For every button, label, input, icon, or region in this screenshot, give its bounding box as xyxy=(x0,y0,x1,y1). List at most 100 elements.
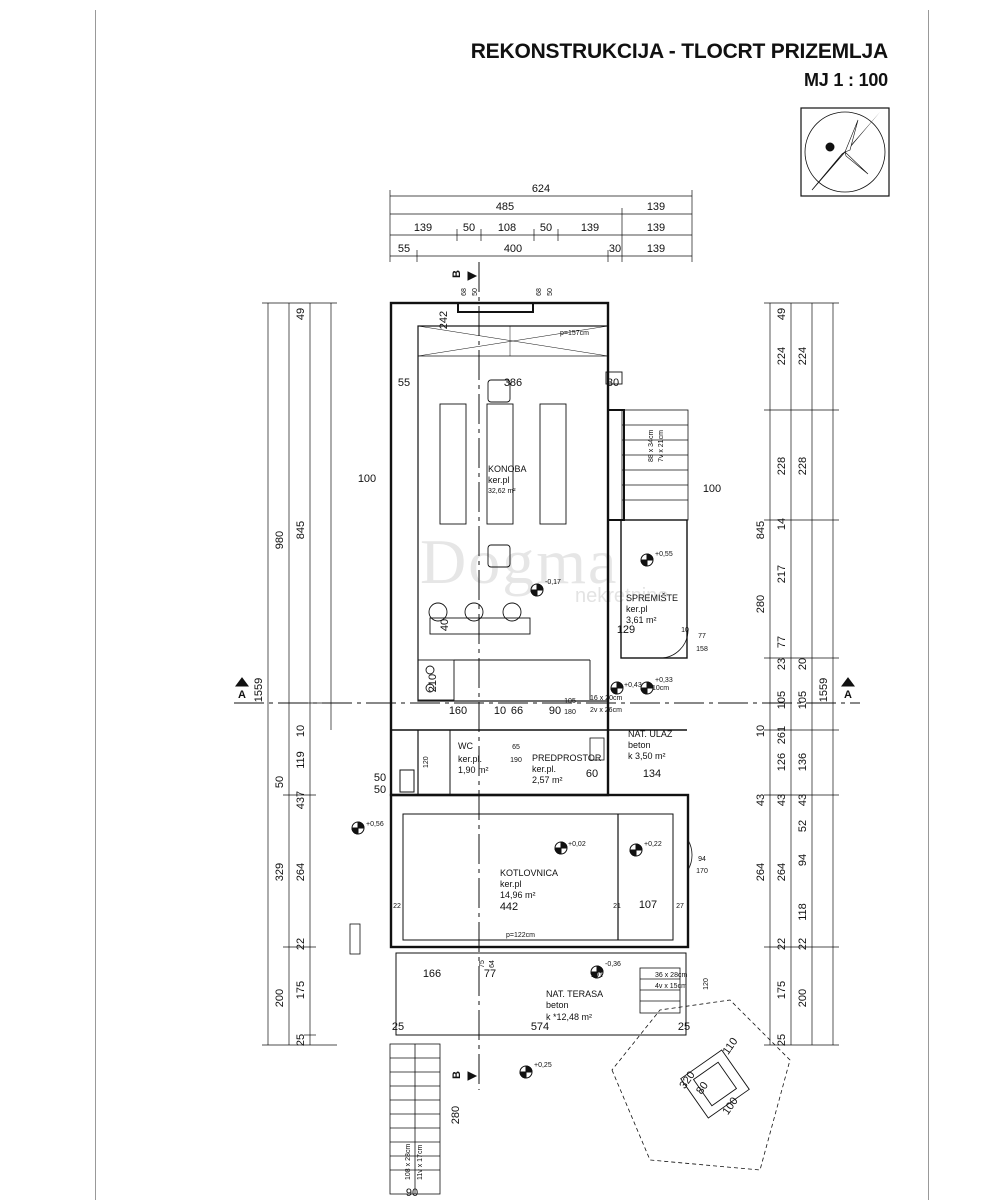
dimension-label: 10 xyxy=(494,705,506,717)
top-dimension-labels: 624 485 139 139 50 108 50 139 139 55 400… xyxy=(398,183,665,329)
inner-dimension-labels: 55 386 30 100 100 40 210 160 10 66 90 10… xyxy=(358,377,741,1199)
level-bottom: +0,25 xyxy=(534,1062,552,1069)
dimension-label: 10 xyxy=(681,627,689,634)
note-stair1b: 7v x 21cm xyxy=(658,430,665,462)
dimension-label: 77 xyxy=(698,633,706,640)
note-wc: 120 xyxy=(423,756,430,768)
dimension-label: 105 xyxy=(564,698,576,705)
watermark-brand: Dogma xyxy=(420,526,619,597)
dimension-label: 170 xyxy=(696,868,708,875)
compass xyxy=(800,107,890,197)
room-wc-name: WC xyxy=(458,741,473,751)
dimension-label: 25 xyxy=(678,1021,690,1033)
drawing-title: REKONSTRUKCIJA - TLOCRT PRIZEMLJA MJ 1 :… xyxy=(471,38,888,94)
dimension-label: 49 xyxy=(295,308,307,320)
level-ulaz: +0,33 xyxy=(655,677,673,684)
level-terasa: -0,36 xyxy=(605,961,621,968)
left-dimension-labels: 1559 980 50 329 200 845 437 264 22 175 2… xyxy=(253,308,386,1046)
room-spremiste-floor: ker.pl xyxy=(626,604,648,614)
room-terasa-floor: beton xyxy=(546,1000,569,1010)
dimension-label: 100 xyxy=(703,483,721,495)
room-terasa-name: NAT. TERASA xyxy=(546,989,603,999)
dim-30: 30 xyxy=(609,243,621,255)
note-stair2: 16 x 20cm xyxy=(590,695,622,702)
dimension-label: 10 xyxy=(295,725,307,737)
section-b-top: B xyxy=(451,270,463,278)
right-dimensions xyxy=(764,302,839,1046)
section-a-right: A xyxy=(844,689,852,701)
dimension-label: 442 xyxy=(500,901,518,913)
top-dimensions xyxy=(389,190,693,262)
room-labels: KONOBA ker.pl 32,62 m² SPREMIŠTE ker.pl … xyxy=(458,464,678,1022)
dimension-label: 845 xyxy=(755,521,767,539)
room-predprostor-name: PREDPROSTOR xyxy=(532,753,602,763)
note-p1: p=157cm xyxy=(560,330,589,337)
dimension-label: 175 xyxy=(295,981,307,999)
room-wc-area: 1,90 m² xyxy=(458,765,489,775)
dimension-label: 75 xyxy=(479,960,486,968)
dimension-label: 49 xyxy=(776,308,788,320)
room-terasa-area: k *12,48 m² xyxy=(546,1012,592,1022)
dimension-label: 160 xyxy=(449,705,467,717)
room-ulaz-name: NAT. ULAZ xyxy=(628,729,673,739)
dimension-label: 261 xyxy=(776,726,788,744)
level-kotlovnica-side: +0,22 xyxy=(644,841,662,848)
dimension-label: 386 xyxy=(504,377,522,389)
dimension-label: 60 xyxy=(586,768,598,780)
dimension-label: 120 xyxy=(703,978,710,990)
dimension-label: 50 xyxy=(374,784,386,796)
dimension-label: 90 xyxy=(406,1187,418,1199)
dim-624: 624 xyxy=(532,183,550,195)
note-stair1: 88 x 34cm xyxy=(648,430,655,462)
dimension-label: 94 xyxy=(797,854,809,866)
dimension-label: 224 xyxy=(797,347,809,365)
dimension-label: 329 xyxy=(274,863,286,881)
dimension-label: 43 xyxy=(776,794,788,806)
dimension-label: 264 xyxy=(295,863,307,881)
dimension-label: 23 xyxy=(776,658,788,670)
dimension-label: 136 xyxy=(797,753,809,771)
dimension-label: 175 xyxy=(776,981,788,999)
sheet-border-right xyxy=(928,10,929,1200)
watermark: Dogma xyxy=(420,525,618,599)
level-labels: -0,17 +0,55 +0,43 +0,33 +0,56 +0,02 +0,2… xyxy=(366,551,673,1069)
dim-68a: 68 xyxy=(461,288,468,296)
section-b-bottom: B xyxy=(451,1071,463,1079)
room-konoba-floor: ker.pl xyxy=(488,475,510,485)
dimension-label: 90 xyxy=(549,705,561,717)
dimension-label: 845 xyxy=(295,521,307,539)
dim-50a: 50 xyxy=(463,222,475,234)
section-a-left: A xyxy=(238,689,246,701)
dimension-label: 77 xyxy=(776,636,788,648)
dim-400: 400 xyxy=(504,243,522,255)
section-lines xyxy=(234,262,860,1090)
dimension-label: 77 xyxy=(484,968,496,980)
dimension-label: 134 xyxy=(643,768,661,780)
dimension-label: 1559 xyxy=(818,678,830,702)
dimension-label: 1559 xyxy=(253,678,265,702)
room-kotlovnica-area: 14,96 m² xyxy=(500,890,536,900)
dimension-label: 52 xyxy=(797,820,809,832)
dim-139e: 139 xyxy=(647,243,665,255)
dimension-label: 574 xyxy=(531,1021,549,1033)
left-dimensions xyxy=(262,302,337,1046)
room-wc-floor: ker.pl. xyxy=(458,754,482,764)
dimension-label: 30 xyxy=(607,377,619,389)
dimension-label: 100 xyxy=(358,473,376,485)
dimension-label: 100 xyxy=(720,1095,740,1117)
dimension-label: 126 xyxy=(776,753,788,771)
dimension-label: 158 xyxy=(696,646,708,653)
dimension-label: 180 xyxy=(564,709,576,716)
right-dimension-labels: 1559 224 845 105 261 136 43 52 94 118 22… xyxy=(755,308,830,1046)
dimension-label: 21 xyxy=(613,903,621,910)
dimension-label: 119 xyxy=(295,751,307,769)
dimension-label: 43 xyxy=(755,794,767,806)
stairs xyxy=(389,409,689,1195)
dimension-label: 264 xyxy=(755,863,767,881)
room-spremiste-name: SPREMIŠTE xyxy=(626,593,678,603)
sheet-border-left xyxy=(95,10,96,1200)
dim-485: 485 xyxy=(496,201,514,213)
terasa-outline xyxy=(395,952,687,1036)
room-ulaz-floor: beton xyxy=(628,740,651,750)
